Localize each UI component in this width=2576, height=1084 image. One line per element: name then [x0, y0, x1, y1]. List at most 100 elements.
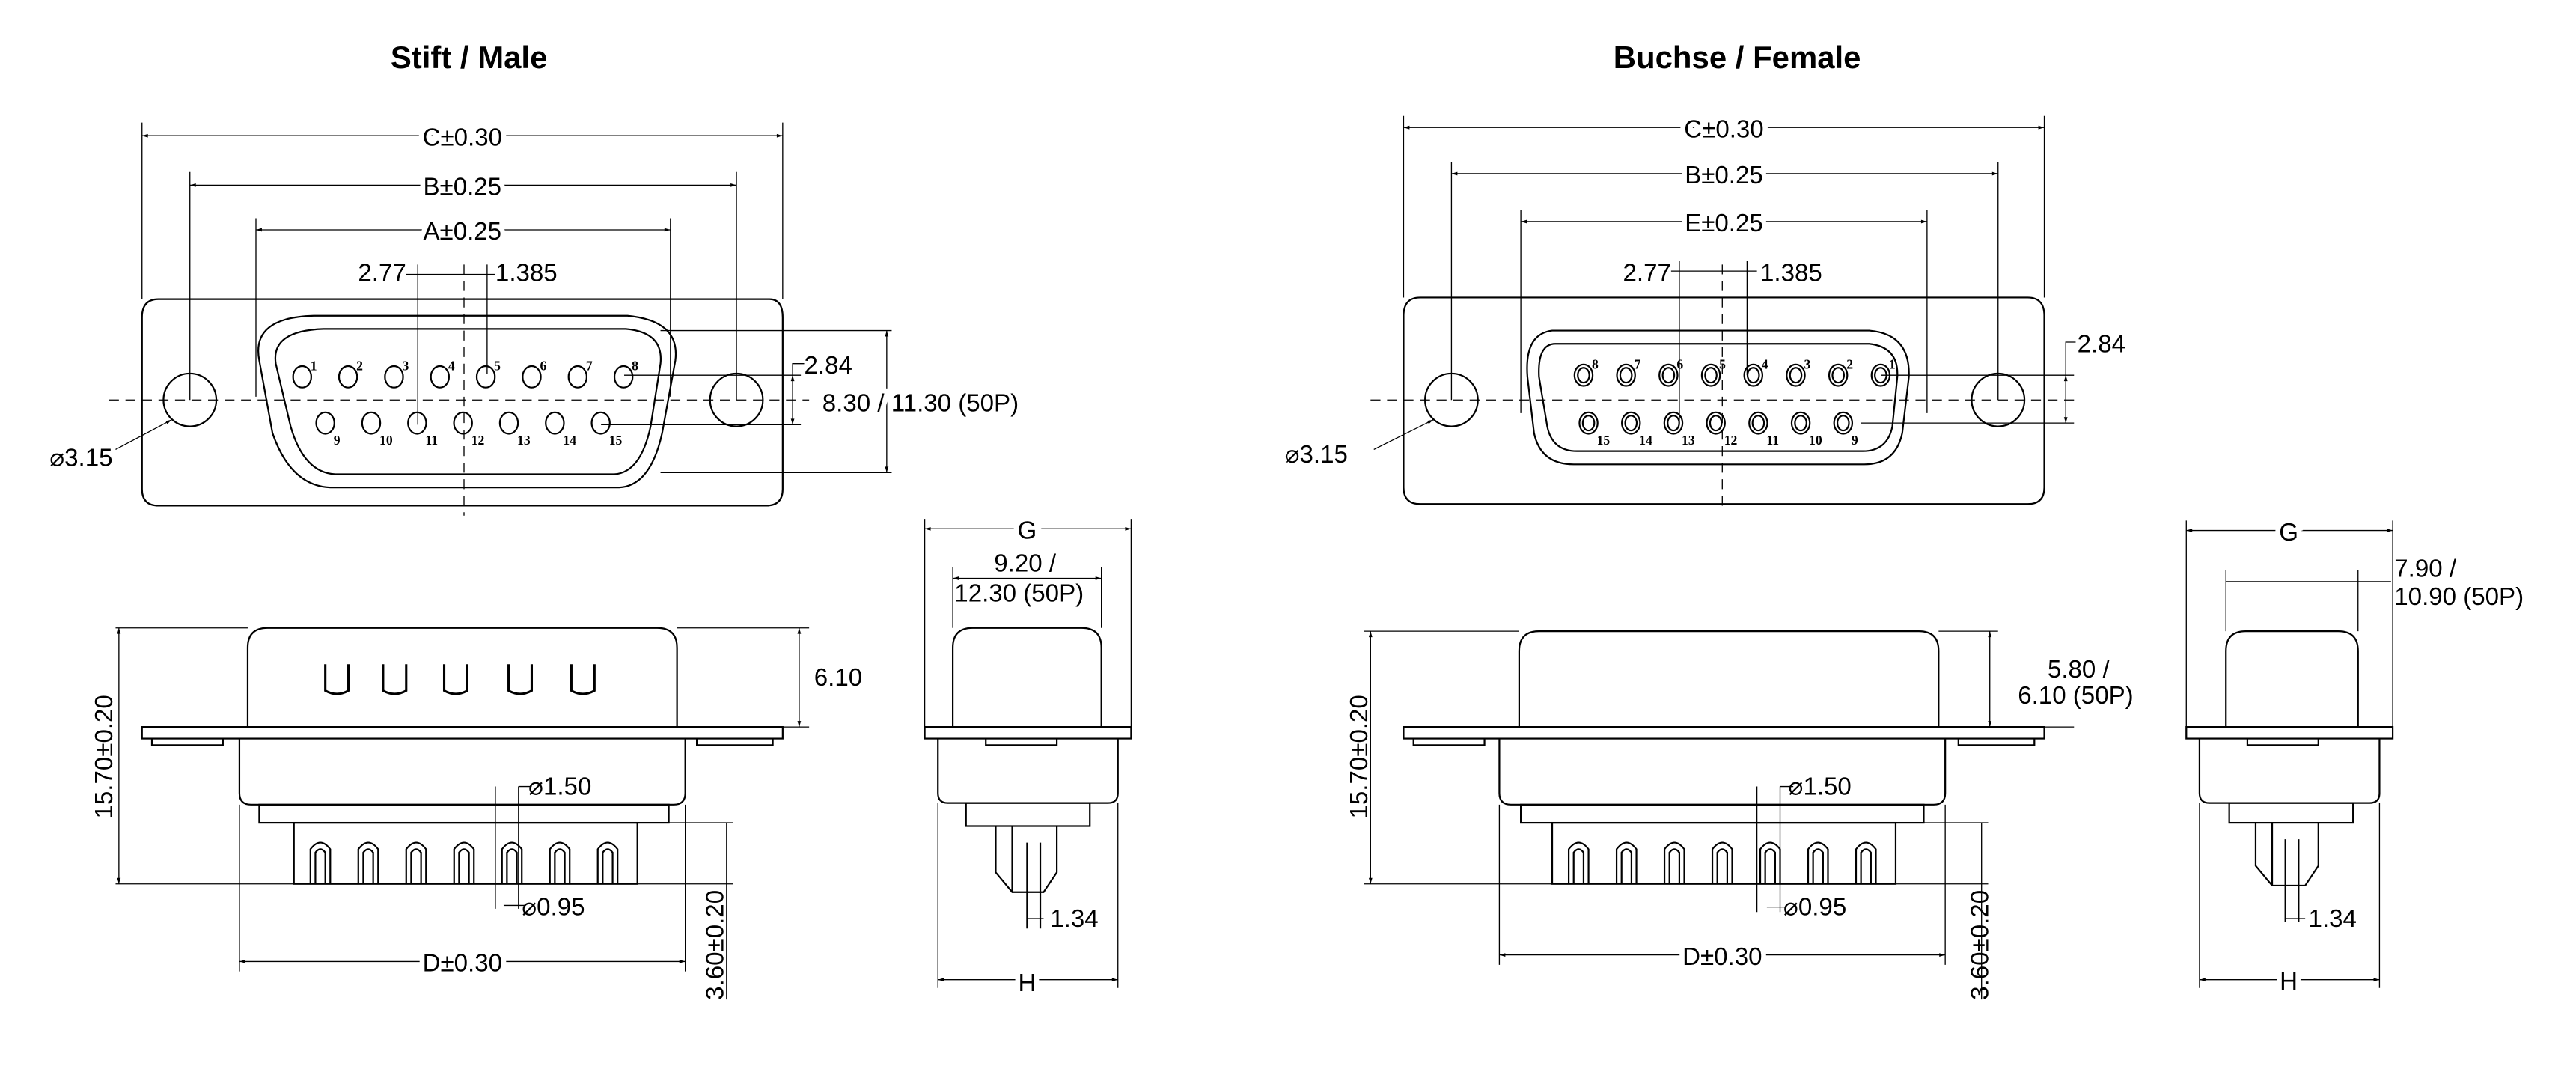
pin-contact [1833, 411, 1854, 435]
male-shell-height: 6.10 [814, 664, 862, 692]
pin-contact [1790, 411, 1811, 435]
male-pitch: 2.77 [358, 259, 406, 287]
pin-number-label: 8 [1592, 356, 1599, 371]
female-hole-dia: ⌀3.15 [1285, 441, 1348, 469]
pin-number-label: 12 [1724, 433, 1738, 448]
pin-socket-inner [1836, 415, 1850, 432]
female-pin-dia: ⌀0.95 [1783, 894, 1846, 922]
solder-tail [501, 841, 523, 884]
male-dim-a: A±0.25 [423, 218, 501, 246]
male-title: Stift / Male [391, 40, 548, 75]
male-height-total: 15.70±0.20 [91, 695, 118, 818]
male-pin-offset: 1.34 [1050, 905, 1098, 933]
female-end-view: G 7.90 / 10.90 (50P) 1.34 H [2185, 514, 2524, 1001]
pin-number-label: 14 [563, 433, 576, 448]
pin-number-label: 10 [379, 433, 393, 448]
female-dim-e: E±0.25 [1685, 210, 1763, 237]
pin-socket-inner [1619, 367, 1633, 384]
solder-tail [596, 841, 619, 884]
pin-number-label: 4 [1762, 356, 1768, 371]
pin-contact [407, 411, 427, 435]
male-row-height: 8.30 / 11.30 (50P) [822, 390, 1019, 418]
female-dim-d: D±0.30 [1682, 943, 1762, 971]
pin-contact [545, 411, 565, 435]
male-tail-dia: ⌀1.50 [528, 773, 591, 801]
pin-number-label: 14 [1639, 433, 1652, 448]
pin-socket-inner [1667, 415, 1680, 432]
pin-number-label: 1 [1889, 356, 1896, 371]
male-hole-dia: ⌀3.15 [49, 445, 112, 472]
male-shell-depth-2: 12.30 (50P) [954, 579, 1084, 607]
male-half-pitch: 1.385 [495, 259, 558, 287]
female-shell-height-1: 5.80 / [2048, 656, 2110, 683]
pin-contact [315, 411, 335, 435]
solder-tail-inner [410, 848, 422, 884]
pin-socket-inner [1789, 367, 1803, 384]
solder-tail [1855, 841, 1877, 884]
female-pitch: 2.77 [1623, 259, 1670, 287]
pin-number-label: 13 [1682, 433, 1695, 448]
pin-number-label: 9 [1852, 433, 1858, 448]
pin-socket-inner [1577, 367, 1590, 384]
pin-contact [1578, 411, 1599, 435]
female-pin-offset: 1.34 [2309, 905, 2357, 933]
pin-contact [613, 365, 634, 389]
solder-tail [1663, 841, 1685, 884]
male-dim-h: H [1018, 969, 1036, 997]
pin-number-label: 15 [1597, 433, 1611, 448]
solder-tail [1615, 841, 1638, 884]
male-end-view: G 9.20 / 12.30 (50P) 1.34 H [924, 512, 1132, 1002]
pin-number-label: 12 [471, 433, 485, 448]
pin-contact [1621, 411, 1641, 435]
solder-tail-inner [1572, 848, 1585, 884]
male-tail-length: 3.60±0.20 [701, 890, 729, 1000]
pin-contact [590, 411, 611, 435]
pin-contact [430, 365, 451, 389]
solder-tail-inner [506, 848, 518, 884]
solder-tail [549, 841, 571, 884]
pin-socket-inner [1746, 367, 1760, 384]
pin-number-label: 13 [517, 433, 531, 448]
solder-tail [357, 841, 379, 884]
pin-number-label: 7 [1635, 356, 1641, 371]
pin-contact [338, 365, 358, 389]
pin-contact [567, 365, 588, 389]
solder-tail-inner [1860, 848, 1872, 884]
pin-contact [1786, 363, 1806, 387]
male-side-view: 15.70±0.20 6.10 ⌀1.50 ⌀0.95 3.60±0.20 D±… [91, 627, 862, 1000]
female-dim-b: B±0.25 [1685, 162, 1763, 189]
female-shell-height-2: 6.10 (50P) [2018, 682, 2133, 710]
pin-number-label: 11 [1766, 433, 1779, 448]
solder-tail-inner [458, 848, 470, 884]
male-dim-g: G [1018, 517, 1037, 545]
male-dim-c: C±0.30 [423, 124, 502, 151]
pin-number-label: 9 [334, 433, 341, 448]
female-dim-g: G [2279, 519, 2298, 546]
solder-tail-inner [1812, 848, 1824, 884]
solder-tail-inner [1716, 848, 1729, 884]
solder-tail-inner [602, 848, 614, 884]
pin-contact [498, 411, 519, 435]
pin-number-label: 5 [494, 359, 501, 374]
female-tail-length: 3.60±0.20 [1967, 890, 1994, 1000]
solder-tail-inner [314, 848, 326, 884]
pin-number-label: 8 [632, 359, 638, 374]
pin-number-label: 2 [356, 359, 363, 374]
pin-contact [1616, 363, 1636, 387]
pin-number-label: 4 [448, 359, 455, 374]
female-side-view: 15.70±0.20 5.80 / 6.10 (50P) ⌀1.50 ⌀0.95… [1346, 630, 2134, 1000]
pin-socket-inner [1831, 367, 1846, 384]
pin-contact [361, 411, 382, 435]
solder-tail-inner [1764, 848, 1776, 884]
solder-tail [1807, 841, 1829, 884]
solder-tail [309, 841, 332, 884]
pin-socket-inner [1794, 415, 1807, 432]
pin-number-label: 15 [609, 433, 623, 448]
pin-contact [1700, 363, 1721, 387]
solder-tail [1567, 841, 1590, 884]
pin-number-label: 3 [1804, 356, 1811, 371]
pin-number-label: 10 [1809, 433, 1822, 448]
